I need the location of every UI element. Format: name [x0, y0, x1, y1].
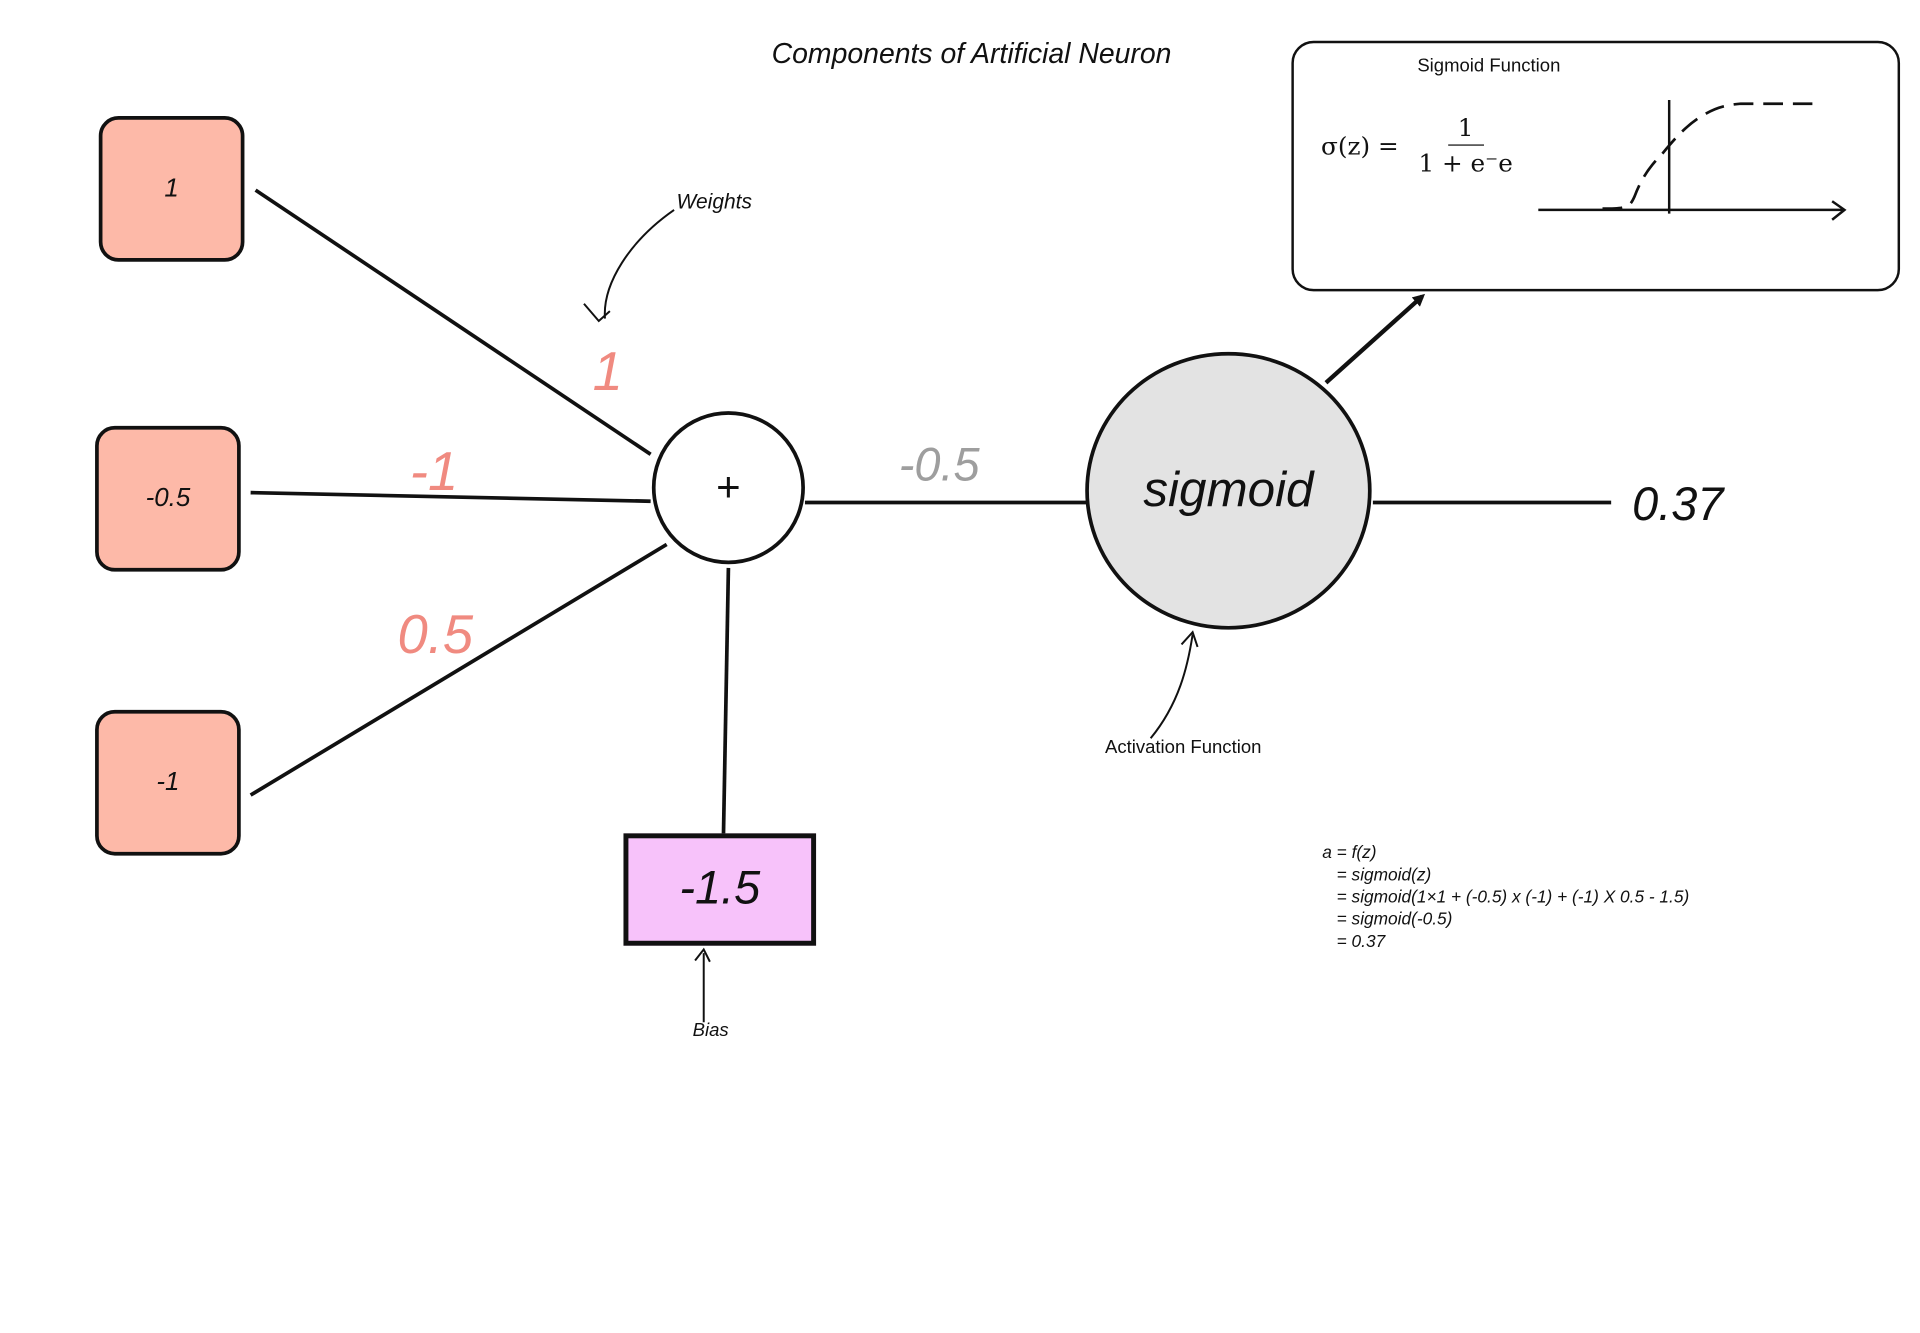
input-node-2: -0.5	[95, 425, 241, 572]
weight-1: 1	[592, 341, 623, 403]
sigmoid-sketch	[1538, 100, 1847, 221]
weights-pointer-arrow	[603, 209, 675, 319]
input-3-edge	[249, 542, 668, 797]
calc-line-2: = sigmoid(z)	[1322, 864, 1432, 884]
calc-line-1: a = f(z)	[1322, 841, 1377, 862]
output-value: 0.37	[1632, 479, 1724, 531]
calc-line-3: = sigmoid(1×1 + (-0.5) x (-1) + (-1) X 0…	[1322, 886, 1690, 907]
plus-icon: +	[716, 463, 741, 511]
bias-edge	[721, 567, 731, 835]
sketch-sigmoid-curve	[1602, 102, 1813, 211]
input-node-1: 1	[98, 116, 245, 262]
diagram-title: Components of Artificial Neuron	[771, 37, 1172, 70]
input-1-edge	[254, 188, 652, 456]
weight-3: 0.5	[397, 604, 474, 666]
connection-lines	[249, 188, 1612, 1023]
sigmoid-formula: σ(z) = 1 1 + e⁻e	[1321, 112, 1523, 177]
callout-title: Sigmoid Function	[1417, 55, 1561, 77]
formula-denominator: 1 + e⁻e	[1418, 148, 1513, 178]
activation-pointer-arrow	[1149, 634, 1194, 739]
summation-node: +	[651, 411, 805, 565]
weighted-sum-value: -0.5	[898, 439, 980, 492]
input-2-edge	[250, 490, 651, 504]
calc-line-4: = sigmoid(-0.5)	[1322, 908, 1453, 929]
input-node-3: -1	[95, 709, 241, 856]
calculation-block: a = f(z) = sigmoid(z) = sigmoid(1×1 + (-…	[1322, 841, 1689, 952]
weight-2: -1	[409, 441, 459, 503]
sigmoid-callout: Sigmoid Function σ(z) = 1 1 + e⁻e	[1291, 40, 1901, 292]
callout-arrow	[1324, 293, 1426, 385]
activation-annotation: Activation Function	[1104, 737, 1262, 759]
activation-node: sigmoid	[1085, 351, 1372, 630]
bias-annotation: Bias	[692, 1019, 729, 1041]
calc-line-5: = 0.37	[1322, 930, 1386, 951]
formula-lhs: σ(z) =	[1321, 130, 1399, 160]
formula-fraction: 1 1 + e⁻e	[1409, 112, 1523, 177]
weights-annotation: Weights	[676, 190, 753, 214]
formula-numerator: 1	[1447, 112, 1484, 146]
bias-node: -1.5	[623, 833, 817, 946]
